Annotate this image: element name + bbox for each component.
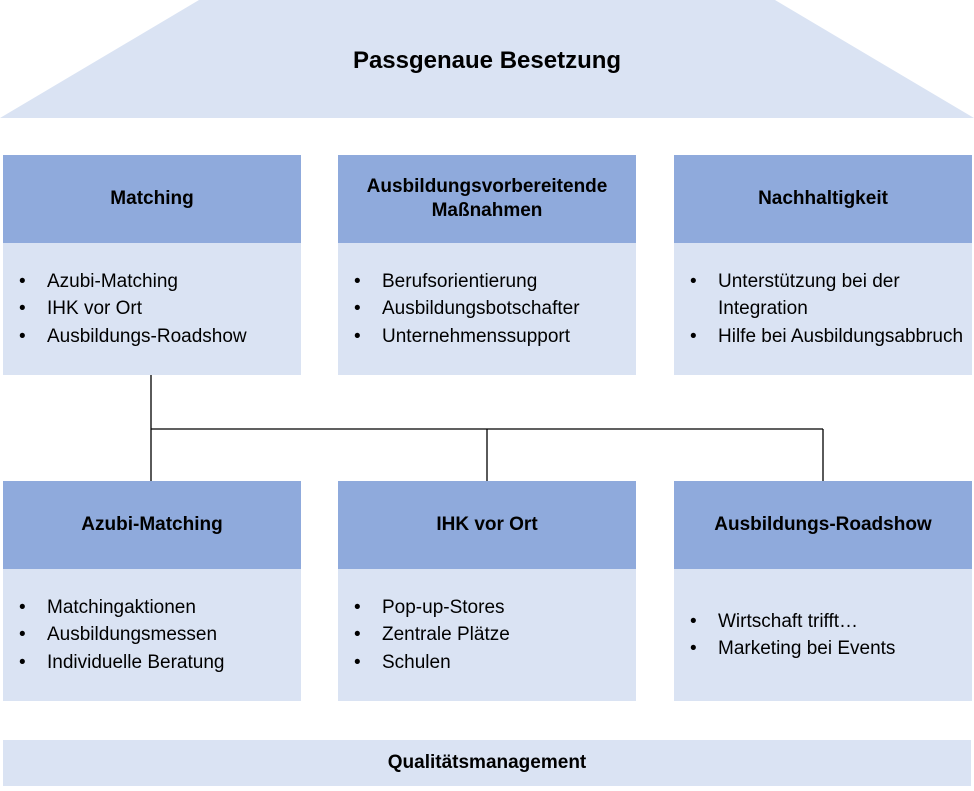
list-item: •Pop-up-Stores — [354, 596, 505, 618]
pillar-body: •Berufsorientierung •Ausbildungsbotschaf… — [338, 243, 636, 375]
pillar-header: IHK vor Ort — [338, 481, 636, 569]
list-item: •IHK vor Ort — [19, 298, 143, 320]
bullet-list: •Berufsorientierung •Ausbildungsbotschaf… — [354, 268, 580, 351]
pillar-header: Ausbildungs-Roadshow — [674, 481, 972, 569]
roof-title: Passgenaue Besetzung — [352, 47, 622, 74]
pillar-ihk-vor-ort: IHK vor Ort •Pop-up-Stores •Zentrale Plä… — [338, 481, 636, 701]
pillar-azubi-matching: Azubi-Matching •Matchingaktionen •Ausbil… — [3, 481, 301, 701]
list-item: •Unternehmenssupport — [354, 325, 570, 347]
list-item: •Ausbildungs-Roadshow — [19, 325, 247, 347]
pillar-body: •Wirtschaft trifft… •Marketing bei Event… — [674, 569, 972, 701]
list-item: •Ausbildungsmessen — [19, 624, 218, 646]
pillar-header: Azubi-Matching — [3, 481, 301, 569]
pillar-header: Ausbildungsvorbereitende Maßnahmen — [338, 155, 636, 243]
list-item: •Unterstützung bei der Integration — [690, 270, 900, 320]
bullet-list: •Pop-up-Stores •Zentrale Plätze •Schulen — [354, 594, 510, 677]
list-item: •Azubi-Matching — [19, 270, 178, 292]
bullet-list: •Azubi-Matching •IHK vor Ort •Ausbildung… — [19, 268, 247, 351]
list-item: •Individuelle Beratung — [19, 651, 225, 673]
pillar-matching: Matching •Azubi-Matching •IHK vor Ort •A… — [3, 155, 301, 375]
pillar-body: •Matchingaktionen •Ausbildungsmessen •In… — [3, 569, 301, 701]
pillar-header: Matching — [3, 155, 301, 243]
bullet-list: •Unterstützung bei der Integration •Hilf… — [690, 268, 964, 351]
bullet-list: •Matchingaktionen •Ausbildungsmessen •In… — [19, 594, 224, 677]
list-item: •Ausbildungsbotschafter — [354, 298, 580, 320]
pillar-body: •Unterstützung bei der Integration •Hilf… — [674, 243, 972, 375]
pillar-body: •Pop-up-Stores •Zentrale Plätze •Schulen — [338, 569, 636, 701]
list-item: •Wirtschaft trifft… — [690, 610, 859, 632]
pillar-nachhaltigkeit: Nachhaltigkeit •Unterstützung bei der In… — [674, 155, 972, 375]
foundation-bar: Qualitätsmanagement — [3, 740, 971, 786]
roof-shape — [0, 0, 974, 118]
pillar-ausbildungsvorbereitende-massnahmen: Ausbildungsvorbereitende Maßnahmen •Beru… — [338, 155, 636, 375]
list-item: •Marketing bei Events — [690, 638, 896, 659]
pillar-body: •Azubi-Matching •IHK vor Ort •Ausbildung… — [3, 243, 301, 375]
list-item: •Schulen — [354, 651, 451, 673]
bullet-list: •Wirtschaft trifft… •Marketing bei Event… — [690, 608, 895, 663]
pillar-header: Nachhaltigkeit — [674, 155, 972, 243]
list-item: •Matchingaktionen — [19, 596, 196, 618]
list-item: •Hilfe bei Ausbildungsabbruch — [690, 325, 964, 347]
pillar-ausbildungs-roadshow: Ausbildungs-Roadshow •Wirtschaft trifft…… — [674, 481, 972, 701]
list-item: •Zentrale Plätze — [354, 624, 510, 646]
list-item: •Berufsorientierung — [354, 270, 538, 292]
